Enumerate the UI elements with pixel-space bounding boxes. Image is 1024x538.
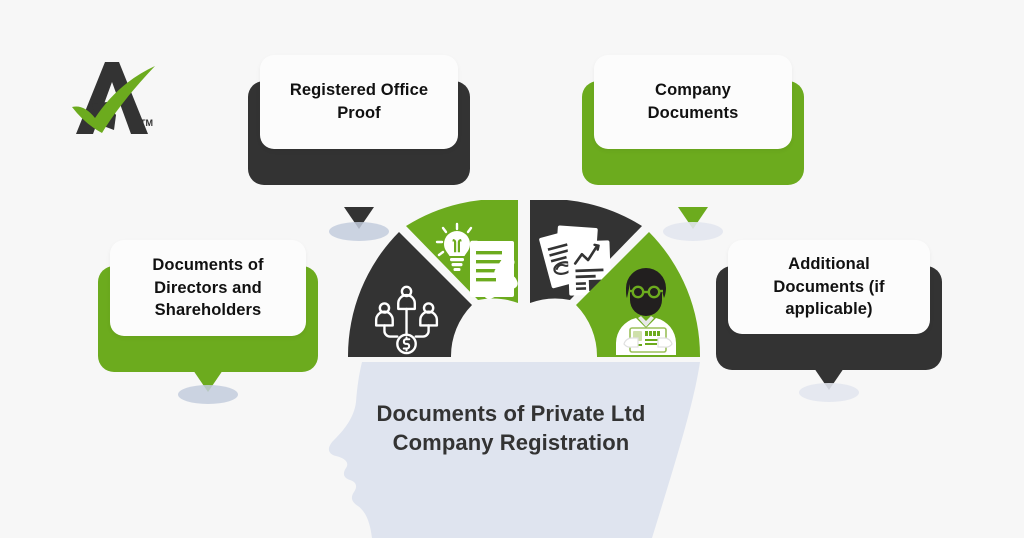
- head-profile-silhouette-icon: [328, 362, 700, 538]
- callout-label-line1: Additional: [788, 254, 870, 273]
- callout-directors-shareholders[interactable]: Documents of Directors and Shareholders: [98, 240, 318, 404]
- a-checkmark-logo-icon: [72, 62, 155, 134]
- arc-segment-person-id[interactable]: [576, 232, 701, 357]
- arc-diagram: [340, 200, 708, 365]
- callout-label-line2: Documents: [647, 104, 739, 122]
- callout-label-line2: Proof: [337, 104, 381, 122]
- callout-label-line1: Company: [655, 81, 731, 100]
- four-segment-semicircle: [347, 200, 701, 357]
- lightbulb-document-stamp-icon: [435, 222, 518, 300]
- callout-card: Company Documents: [594, 55, 792, 149]
- callout-card: Additional Documents (if applicable): [728, 240, 930, 334]
- center-title-line2: Company Registration: [392, 429, 630, 455]
- callout-ground-shadow: [329, 222, 389, 241]
- head-silhouette: [300, 362, 720, 538]
- callout-ground-shadow: [178, 385, 238, 404]
- callout-card: Documents of Directors and Shareholders: [110, 240, 306, 336]
- callout-label-line1: Documents of: [152, 255, 264, 274]
- callout-label-line2: Documents (if: [773, 277, 885, 296]
- callout-label: Company Documents: [640, 79, 747, 125]
- callout-label-line3: applicable): [785, 300, 873, 319]
- callout-registered-office[interactable]: Registered Office Proof: [248, 55, 470, 241]
- callout-company-documents[interactable]: Company Documents: [582, 55, 804, 241]
- callout-additional-documents[interactable]: Additional Documents (if applicable): [716, 240, 942, 402]
- callout-ground-shadow: [663, 222, 723, 241]
- trademark-symbol: TM: [140, 118, 153, 128]
- brand-logo: TM: [62, 52, 172, 144]
- callout-label-line3: Shareholders: [154, 301, 262, 320]
- callout-label: Additional Documents (if applicable): [765, 253, 892, 321]
- callout-card: Registered Office Proof: [260, 55, 458, 149]
- arc-segment-shareholders[interactable]: [347, 232, 472, 357]
- callout-ground-shadow: [799, 383, 859, 402]
- callout-label: Registered Office Proof: [282, 79, 436, 125]
- callout-label: Documents of Directors and Shareholders: [144, 254, 271, 322]
- arc-segment-idea-stamp[interactable]: [406, 200, 519, 303]
- center-title: Documents of Private Ltd Company Registr…: [330, 400, 692, 457]
- person-with-id-card-icon: [616, 268, 676, 355]
- callout-label-line1: Registered Office: [289, 81, 429, 100]
- callout-label-line2: Directors and: [154, 278, 262, 297]
- shareholders-org-chart-dollar-icon: [374, 285, 439, 355]
- center-title-line1: Documents of Private Ltd: [376, 401, 646, 426]
